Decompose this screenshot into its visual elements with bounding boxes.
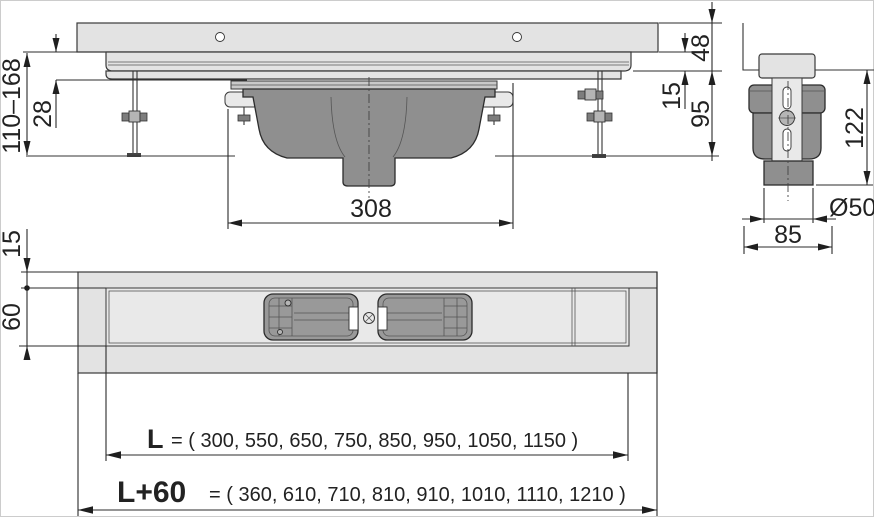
trap-funnel-right bbox=[392, 96, 408, 158]
left-leg bbox=[121, 71, 148, 157]
flange-hole-right bbox=[512, 32, 522, 42]
dim-outlet-diameter: Ø50 bbox=[742, 188, 874, 223]
dim-channel-width-label: 60 bbox=[1, 303, 26, 331]
trap-body bbox=[242, 88, 496, 187]
dim-flange-drop: 28 bbox=[29, 34, 60, 128]
dim-length-L: L = ( 300, 550, 650, 750, 850, 950, 1050… bbox=[105, 346, 629, 461]
dim-body-width-label: 85 bbox=[774, 221, 802, 249]
channel-lip bbox=[105, 70, 622, 80]
dim-trap-length: 308 bbox=[227, 83, 514, 229]
side-outlet-pipe bbox=[763, 160, 814, 186]
dim-overall-height-label: 122 bbox=[841, 107, 869, 149]
dim-rim-depth-label: 15 bbox=[658, 82, 686, 110]
dim-under-depth: 95 bbox=[687, 100, 716, 156]
front-view: 110–168 28 308 48 bbox=[1, 2, 722, 229]
dim-trap-length-label: 308 bbox=[350, 195, 392, 223]
dim-adjustable-height: 110–168 bbox=[1, 53, 31, 155]
dim-top-rim: 15 bbox=[1, 229, 31, 359]
dim-channel-height: 48 bbox=[687, 2, 716, 161]
drain-trap bbox=[224, 77, 514, 198]
side-view: 122 Ø50 85 bbox=[742, 23, 874, 254]
channel-body bbox=[105, 51, 632, 72]
length-L60-label: L+60 bbox=[117, 476, 186, 509]
dim-length-L60: L+60 = ( 360, 610, 710, 810, 910, 1010, … bbox=[77, 272, 658, 516]
center-screw bbox=[363, 312, 375, 324]
drain-insert-right bbox=[377, 293, 473, 341]
dim-top-rim-label: 15 bbox=[1, 230, 26, 258]
top-view: 15 60 L = ( 300, 550, 650, 750, 850, 950… bbox=[1, 229, 658, 516]
dim-adjustable-height-label: 110–168 bbox=[1, 58, 26, 153]
dim-channel-height-label: 48 bbox=[687, 34, 715, 62]
flange-hole-left bbox=[215, 32, 225, 42]
dim-body-width: 85 bbox=[743, 221, 833, 254]
insert-left-tab bbox=[348, 306, 359, 331]
left-leg-foot bbox=[127, 153, 141, 157]
dim-under-depth-label: 95 bbox=[687, 100, 715, 128]
side-bracket bbox=[771, 77, 803, 162]
drain-insert-left bbox=[263, 293, 359, 341]
length-L-label: L bbox=[147, 424, 164, 454]
length-L60-values: = ( 360, 610, 710, 810, 910, 1010, 1110,… bbox=[209, 484, 626, 506]
dim-overall-height: 122 bbox=[816, 70, 873, 186]
dim-flange-drop-label: 28 bbox=[29, 100, 57, 128]
trap-funnel-left bbox=[330, 96, 346, 158]
dim-rim-depth: 15 bbox=[658, 33, 689, 110]
length-L-values: = ( 300, 550, 650, 750, 850, 950, 1050, … bbox=[171, 430, 578, 452]
channel-flange-plate bbox=[76, 22, 659, 53]
dim-outlet-diameter-label: Ø50 bbox=[829, 194, 874, 222]
right-leg bbox=[577, 71, 613, 158]
dim-channel-width: 60 bbox=[1, 303, 31, 360]
side-channel-section bbox=[758, 53, 816, 79]
wall-flange-line bbox=[742, 23, 874, 71]
insert-right-tab bbox=[377, 306, 388, 331]
